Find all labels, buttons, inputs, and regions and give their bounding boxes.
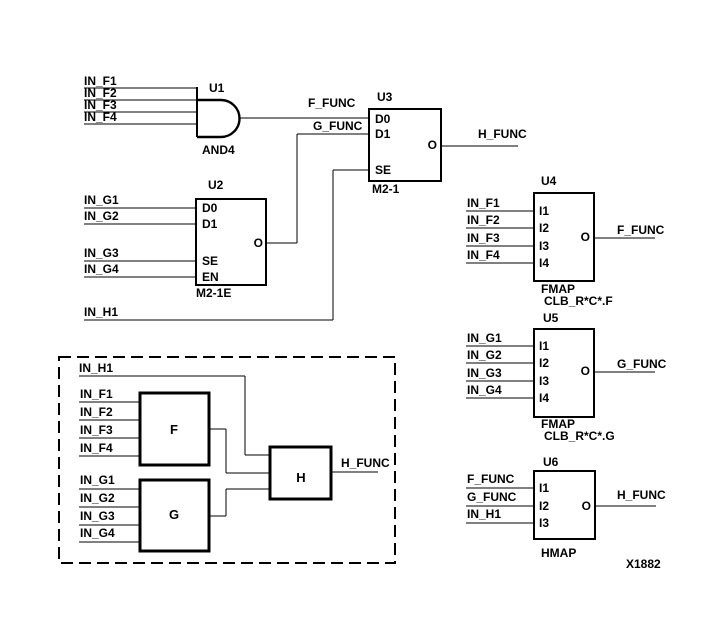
map-target-label-u5: CLB_R*C*.G	[544, 429, 615, 443]
net-label-in-g2: IN_G2	[84, 209, 119, 223]
net-label-u5-in-g2: IN_G2	[467, 348, 502, 362]
net-label-in-f3: IN_F3	[84, 98, 117, 112]
part-label-m21e: M2-1E	[196, 286, 231, 300]
net-label-bd-in-g4: IN_G4	[80, 526, 115, 540]
figure-id-label: X1882	[626, 557, 661, 571]
h-block-body	[268, 445, 333, 501]
u2-body	[194, 197, 268, 287]
net-label-bd-in-g1: IN_G1	[80, 473, 115, 487]
net-label-in-f1: IN_F1	[84, 74, 117, 88]
ref-label-u2: U2	[208, 178, 224, 192]
net-label-u5-in-g1: IN_G1	[467, 331, 502, 345]
net-label-in-g3: IN_G3	[84, 246, 119, 260]
pin-label-u3-d0: D0	[375, 112, 391, 126]
pin-label-u6-i1: I1	[539, 481, 549, 495]
h-block-label: H	[296, 470, 305, 485]
pin-label-u2-en: EN	[202, 270, 219, 284]
net-label-u4-in-f3: IN_F3	[467, 231, 500, 245]
net-label-g-func-u3: G_FUNC	[313, 119, 363, 133]
pin-label-u5-i1: I1	[539, 339, 549, 353]
u4-body	[532, 191, 596, 283]
part-label-u5-fmap: FMAP	[541, 417, 575, 431]
u3-m21-section: U3 D0 D1 SE O M2-1 H_FUNC	[367, 90, 527, 196]
pin-label-u3-se: SE	[375, 163, 391, 177]
net-label-in-g4: IN_G4	[84, 262, 119, 276]
pin-label-u6-i2: I2	[539, 499, 549, 513]
pin-label-u4-o: O	[581, 230, 590, 244]
u4-fmap-section: U4 IN_F1 IN_F2 IN_F3 IN_F4 I1 I2 I3 I4 O…	[466, 174, 665, 308]
pin-label-u5-i2: I2	[539, 356, 549, 370]
net-label-bd-in-f2: IN_F2	[80, 405, 113, 419]
ref-label-u3: U3	[377, 90, 393, 104]
net-label-u4-in-f1: IN_F1	[467, 196, 500, 210]
net-label-u6-f-func: F_FUNC	[467, 472, 515, 486]
u6-hmap-section: U6 F_FUNC G_FUNC IN_H1 I1 I2 I3 O H_FUNC…	[466, 455, 666, 560]
net-label-u5-in-g4: IN_G4	[467, 383, 502, 397]
map-target-label-u4: CLB_R*C*.F	[544, 294, 613, 308]
net-label-f-func-u3: F_FUNC	[308, 96, 356, 110]
pin-label-u6-o: O	[582, 499, 591, 513]
part-label-and4: AND4	[202, 143, 235, 157]
ref-label-u4: U4	[541, 174, 557, 188]
g-block-label: G	[169, 507, 179, 522]
pin-label-u2-o: O	[254, 236, 263, 250]
pin-label-u3-d1: D1	[375, 127, 391, 141]
f-block-label: F	[170, 422, 178, 437]
net-label-bd-h-func: H_FUNC	[341, 456, 390, 470]
ref-label-u6: U6	[543, 455, 559, 469]
net-label-h-func-u6: H_FUNC	[617, 488, 666, 502]
part-label-hmap: HMAP	[541, 546, 576, 560]
pin-label-u2-d1: D1	[202, 217, 218, 231]
pin-label-u4-i1: I1	[539, 204, 549, 218]
net-label-bd-in-f1: IN_F1	[80, 387, 113, 401]
u6-body	[532, 469, 597, 541]
net-label-in-h1-mid: IN_H1	[84, 305, 118, 319]
pin-label-u5-i3: I3	[539, 374, 549, 388]
net-label-u6-g-func: G_FUNC	[467, 490, 517, 504]
net-label-g-func-u5: G_FUNC	[617, 357, 667, 371]
u3-input-nets: F_FUNC G_FUNC IN_H1	[84, 96, 369, 321]
net-label-u5-in-g3: IN_G3	[467, 366, 502, 380]
net-label-h-func-u3: H_FUNC	[478, 127, 527, 141]
pin-label-u4-i2: I2	[539, 221, 549, 235]
net-label-u6-in-h1: IN_H1	[467, 507, 501, 521]
pin-label-u5-o: O	[581, 364, 590, 378]
ref-label-u1: U1	[209, 81, 225, 95]
pin-label-u4-i4: I4	[539, 256, 549, 270]
and4-gate-symbol	[197, 98, 241, 139]
u3-body	[367, 107, 443, 183]
part-label-u4-fmap: FMAP	[541, 282, 575, 296]
ref-label-u5: U5	[543, 311, 559, 325]
net-label-bd-in-h1: IN_H1	[79, 361, 113, 375]
pin-label-u2-se: SE	[202, 254, 218, 268]
pin-label-u6-i3: I3	[539, 516, 549, 530]
net-label-bd-in-f3: IN_F3	[80, 423, 113, 437]
net-label-u4-in-f4: IN_F4	[467, 248, 500, 262]
pin-label-u4-i3: I3	[539, 239, 549, 253]
u5-body	[532, 327, 596, 419]
net-label-f-func-u4: F_FUNC	[617, 223, 665, 237]
u1-and4-section: IN_F1 IN_F2 IN_F3 IN_F4 U1 AND4	[84, 74, 241, 157]
net-label-bd-in-g2: IN_G2	[80, 491, 115, 505]
net-label-in-f2: IN_F2	[84, 86, 117, 100]
net-label-u4-in-f2: IN_F2	[467, 213, 500, 227]
net-label-in-g1: IN_G1	[84, 193, 119, 207]
clb-block-diagram: IN_H1 IN_F1 IN_F2 IN_F3 IN_F4 F IN_G1 IN…	[57, 355, 397, 565]
pin-label-u3-o: O	[428, 138, 437, 152]
part-label-m21: M2-1	[372, 182, 400, 196]
clb-boundary-dashed-box	[57, 355, 397, 565]
u5-fmap-section: U5 IN_G1 IN_G2 IN_G3 IN_G4 I1 I2 I3 I4 O…	[466, 311, 667, 443]
net-label-bd-in-f4: IN_F4	[80, 441, 113, 455]
pin-label-u2-d0: D0	[202, 201, 218, 215]
u2-m21e-section: IN_G1 IN_G2 IN_G3 IN_G4 U2 D0 D1 SE EN O…	[84, 178, 268, 300]
pin-label-u5-i4: I4	[539, 391, 549, 405]
net-label-bd-in-g3: IN_G3	[80, 509, 115, 523]
net-label-in-f4: IN_F4	[84, 110, 117, 124]
